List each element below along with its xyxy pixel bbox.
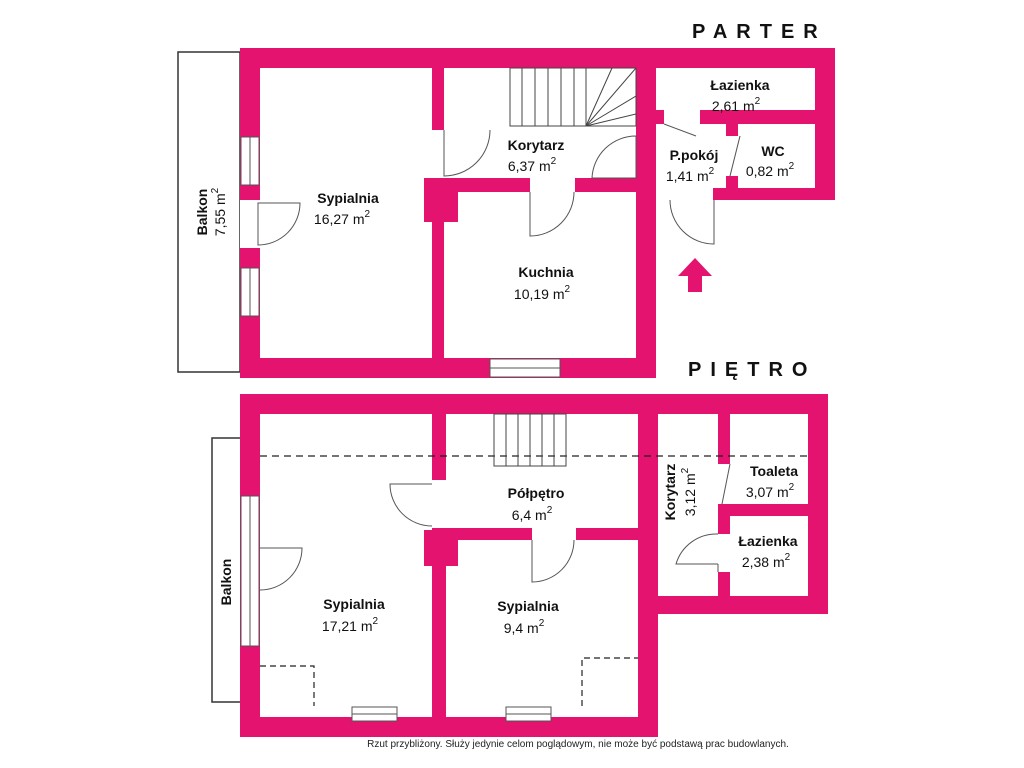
room-name: Półpętro [508, 485, 565, 501]
door-swing [259, 547, 303, 591]
pietro-walls [240, 394, 828, 737]
door-swing [669, 199, 715, 245]
room-name: Sypialnia [323, 596, 385, 612]
pietro-stairs [493, 413, 567, 467]
floor-pietro [211, 394, 828, 737]
room-name: Korytarz [508, 137, 565, 153]
parter-stairs [509, 67, 637, 127]
door-swing [389, 483, 433, 527]
room-area: 10,19 m2 [514, 284, 571, 302]
room-name: Sypialnia [497, 598, 559, 614]
skylight-outline [581, 657, 638, 706]
room-name: Sypialnia [317, 190, 379, 206]
room-area: 16,27 m2 [314, 209, 371, 227]
door-swing [591, 135, 637, 179]
room-name: Balkon [194, 189, 210, 236]
room-area: 17,21 m2 [322, 616, 379, 634]
room-area: 3,12 m2 [680, 467, 698, 516]
door-swing [443, 129, 491, 177]
room-name: Korytarz [662, 464, 678, 521]
door-swing [675, 533, 719, 565]
room-name: P.pokój [670, 147, 719, 163]
skylight-outline [260, 665, 315, 706]
room-area: 9,4 m2 [504, 618, 545, 636]
room-name: Łazienka [710, 77, 769, 93]
disclaimer-text: Rzut przybliżony. Służy jedynie celom po… [367, 739, 789, 750]
room-name: WC [761, 143, 784, 159]
room-area: 6,37 m2 [508, 156, 557, 174]
door-swing [531, 539, 575, 583]
pietro-heading: PIĘTRO [688, 359, 816, 381]
door-swing [529, 191, 575, 237]
arrow-up-icon [678, 258, 712, 292]
room-name: Łazienka [738, 533, 797, 549]
room-area: 2,61 m2 [712, 96, 761, 114]
room-name: Kuchnia [518, 264, 573, 280]
room-name: Balkon [218, 559, 234, 606]
room-area: 2,38 m2 [742, 552, 791, 570]
room-area: 6,4 m2 [512, 505, 553, 523]
floor-parter [177, 48, 835, 378]
room-area: 3,07 m2 [746, 482, 795, 500]
room-area: 7,55 m2 [210, 187, 228, 236]
parter-heading: PARTER [692, 21, 827, 43]
room-name: Toaleta [750, 463, 798, 479]
door-swing [257, 202, 301, 246]
room-area: 1,41 m2 [666, 166, 715, 184]
room-area: 0,82 m2 [746, 161, 795, 179]
